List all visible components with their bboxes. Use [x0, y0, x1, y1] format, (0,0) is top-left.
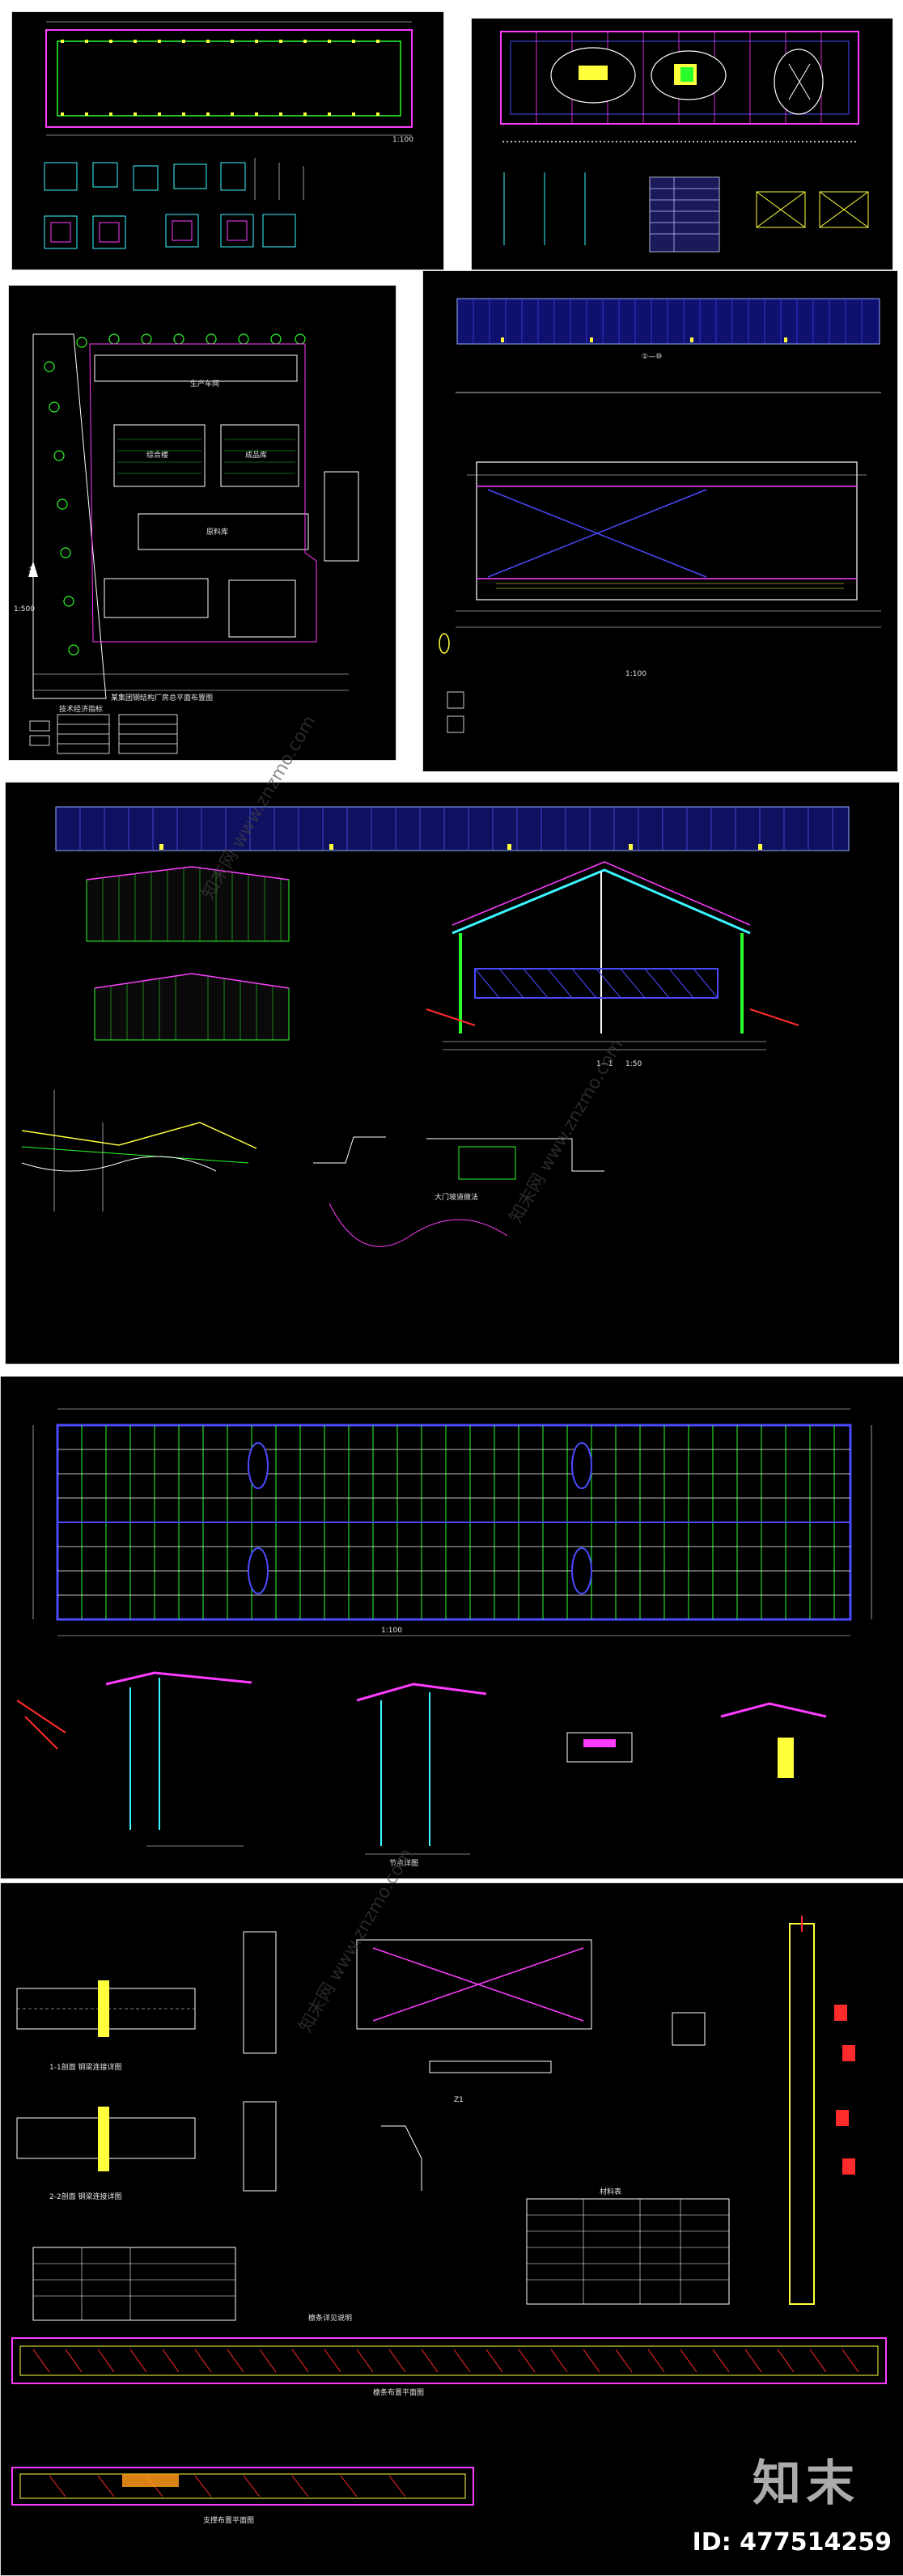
asset-id-label: ID: 477514259 — [692, 2528, 892, 2557]
foundation-drawing: 1:100 — [44, 21, 413, 249]
bracing-plan-title: 支撑布置平面图 — [203, 2515, 254, 2525]
detail-z1-label: Z1 — [454, 2096, 464, 2104]
section-label: 1—1 — [596, 1060, 613, 1068]
ramp-detail-title: 大门坡道做法 — [435, 1192, 478, 1202]
elevation-plan-drawing: ①—⑩ 1:100 — [439, 298, 881, 733]
roof-scale: 1:100 — [381, 1627, 402, 1635]
sheet-structure-plan — [471, 18, 893, 270]
section-scale: 1:50 — [625, 1060, 642, 1068]
sheet-section: 1—1 1:50 大门坡道做法 — [5, 782, 900, 1364]
sheet-details: 1-1剖面 钢梁连接详图 2-2剖面 钢梁连接详图 Z1 材料表 — [0, 1882, 903, 2576]
site-plan-drawing: 生产车间 综合楼 成品库 原料库 1:500 北 某集团钢结构厂房总平面布置图 … — [14, 333, 359, 754]
brand-watermark: 知末 — [752, 2455, 859, 2512]
sheet-site-plan: 生产车间 综合楼 成品库 原料库 1:500 北 某集团钢结构厂房总平面布置图 … — [8, 285, 396, 761]
material-table-title: 材料表 — [600, 2187, 621, 2196]
site-building-3: 成品库 — [245, 450, 267, 460]
purlin-plan-note: 檩条详见说明 — [308, 2313, 352, 2323]
section-drawing: 1—1 1:50 大门坡道做法 — [21, 806, 850, 1247]
sheet-elevation-plan: ①—⑩ 1:100 — [422, 270, 898, 772]
site-title: 某集团钢结构厂房总平面布置图 — [111, 693, 213, 702]
beam-note-2: 2-2剖面 钢梁连接详图 — [49, 2192, 122, 2201]
plan-scale: 1:100 — [625, 670, 647, 678]
roof-plan-drawing: 1:100 节点详图 — [16, 1408, 872, 1868]
foundation-scale: 1:100 — [392, 136, 413, 144]
purlin-plan-title: 檩条布置平面图 — [373, 2387, 424, 2397]
site-scale: 1:500 — [14, 605, 35, 613]
sheet-foundation-plan: 1:100 — [11, 11, 444, 270]
sheet-roof-plan: 1:100 节点详图 — [0, 1376, 903, 1879]
site-building-2: 综合楼 — [146, 450, 168, 460]
site-building-1: 生产车间 — [190, 379, 219, 388]
beam-note-1: 1-1剖面 钢梁连接详图 — [49, 2062, 122, 2072]
site-building-4: 原料库 — [206, 527, 228, 537]
structure-plan-drawing — [500, 31, 869, 253]
north-arrow-icon — [28, 561, 38, 577]
roof-detail-label: 节点详图 — [389, 1858, 418, 1868]
elevation-label: ①—⑩ — [642, 353, 662, 361]
details-drawing: 1-1剖面 钢梁连接详图 2-2剖面 钢梁连接详图 Z1 材料表 — [11, 1916, 887, 2525]
site-table-title: 技术经济指标 — [59, 704, 103, 714]
